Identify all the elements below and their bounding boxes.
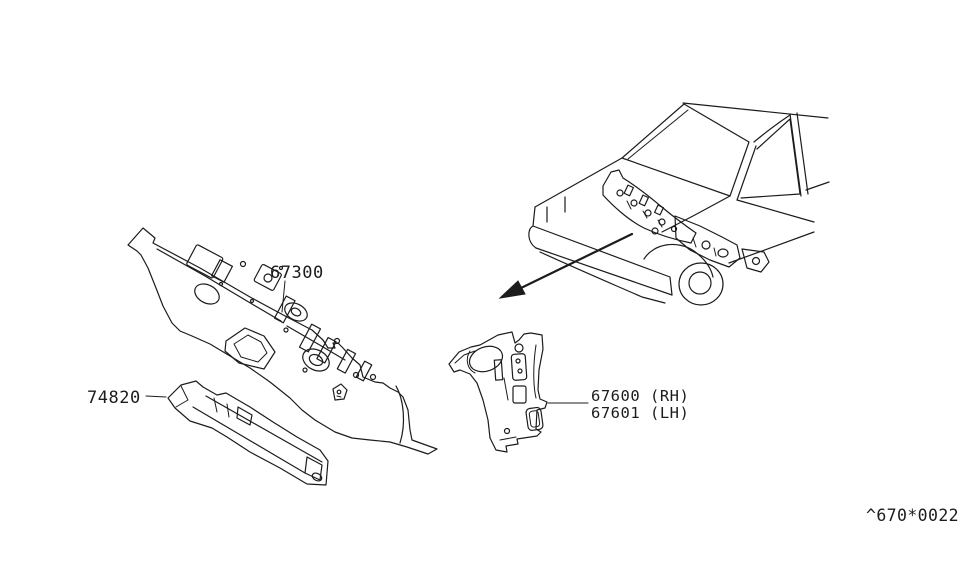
- pointer-arrow: [498, 232, 634, 299]
- dash-panel-drawing: [127, 227, 438, 455]
- hoodledge-in-car: [674, 215, 770, 273]
- part-label-74820[interactable]: 74820: [87, 388, 141, 408]
- front-pillar-drawing: [448, 331, 548, 453]
- part-label-67300[interactable]: 67300: [270, 263, 324, 283]
- leader-lines: [145, 280, 589, 404]
- dash-panel-in-car: [602, 169, 697, 244]
- crossmember-drawing: [167, 380, 329, 486]
- car-sketch: [528, 102, 830, 306]
- part-label-67601-lh[interactable]: 67601 (LH): [591, 404, 689, 422]
- part-label-67600-rh[interactable]: 67600 (RH): [591, 387, 689, 405]
- sheet-code: ^670*0022: [866, 506, 959, 525]
